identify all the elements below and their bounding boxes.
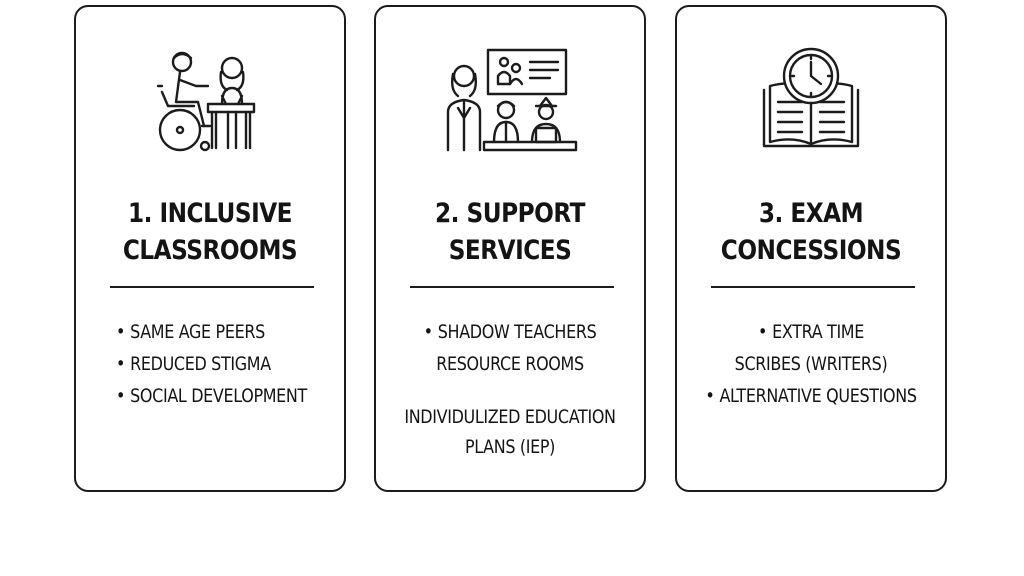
card-title-line-2: CONCESSIONS bbox=[720, 235, 902, 266]
point-text: SCRIBES (WRITERS) bbox=[734, 353, 888, 375]
card-support-services: 2. SUPPORT SERVICES •SHADOW TEACHERS RES… bbox=[374, 5, 646, 492]
list-item: •EXTRA TIME bbox=[698, 316, 923, 348]
wheelchair-student-classroom-icon bbox=[76, 45, 344, 157]
card-title-line-2: CLASSROOMS bbox=[122, 235, 298, 266]
point-list: •SAME AGE PEERS •REDUCED STIGMA •SOCIAL … bbox=[116, 316, 341, 412]
point-text: SHADOW TEACHERS bbox=[437, 321, 597, 343]
list-item: •ALTERNATIVE QUESTIONS bbox=[698, 380, 923, 412]
card-title-line-1: 1. INCLUSIVE bbox=[127, 198, 293, 229]
bullet: • bbox=[423, 321, 433, 343]
card-title-line-1: 3. EXAM bbox=[758, 198, 864, 229]
point-text: RESOURCE ROOMS bbox=[436, 353, 584, 375]
bullet: • bbox=[116, 385, 126, 407]
iep-line-1: INDIVIDULIZED EDUCATION bbox=[404, 406, 616, 428]
list-item: •SOCIAL DEVELOPMENT bbox=[116, 380, 341, 412]
list-item: •SAME AGE PEERS bbox=[116, 316, 341, 348]
card-title: 1. INCLUSIVE CLASSROOMS bbox=[95, 195, 325, 269]
point-text: SAME AGE PEERS bbox=[130, 321, 265, 343]
card-title: 3. EXAM CONCESSIONS bbox=[696, 195, 926, 269]
point-text: REDUCED STIGMA bbox=[130, 353, 271, 375]
bullet: • bbox=[116, 353, 126, 375]
list-item: RESOURCE ROOMS bbox=[397, 348, 622, 380]
clock-open-book-icon bbox=[677, 45, 945, 157]
bullet: • bbox=[705, 385, 715, 407]
point-list: •EXTRA TIME SCRIBES (WRITERS) •ALTERNATI… bbox=[698, 316, 923, 412]
divider bbox=[410, 286, 614, 288]
teacher-students-board-icon bbox=[376, 45, 644, 157]
card-exam-concessions: 3. EXAM CONCESSIONS •EXTRA TIME SCRIBES … bbox=[675, 5, 947, 492]
divider bbox=[711, 286, 915, 288]
divider bbox=[110, 286, 314, 288]
card-inclusive-classrooms: 1. INCLUSIVE CLASSROOMS •SAME AGE PEERS … bbox=[74, 5, 346, 492]
iep-line-2: PLANS (IEP) bbox=[464, 436, 556, 458]
bullet: • bbox=[116, 321, 126, 343]
card-title-line-1: 2. SUPPORT bbox=[435, 198, 585, 229]
spacer bbox=[397, 380, 622, 402]
point-text: EXTRA TIME bbox=[772, 321, 864, 343]
list-item: •REDUCED STIGMA bbox=[116, 348, 341, 380]
point-text: ALTERNATIVE QUESTIONS bbox=[719, 385, 917, 407]
card-title-line-2: SERVICES bbox=[448, 235, 572, 266]
point-list: •SHADOW TEACHERS RESOURCE ROOMS INDIVIDU… bbox=[397, 316, 622, 462]
list-item: SCRIBES (WRITERS) bbox=[698, 348, 923, 380]
card-title: 2. SUPPORT SERVICES bbox=[395, 195, 625, 269]
bullet: • bbox=[758, 321, 768, 343]
list-item: •SHADOW TEACHERS bbox=[397, 316, 622, 348]
point-text: SOCIAL DEVELOPMENT bbox=[130, 385, 307, 407]
